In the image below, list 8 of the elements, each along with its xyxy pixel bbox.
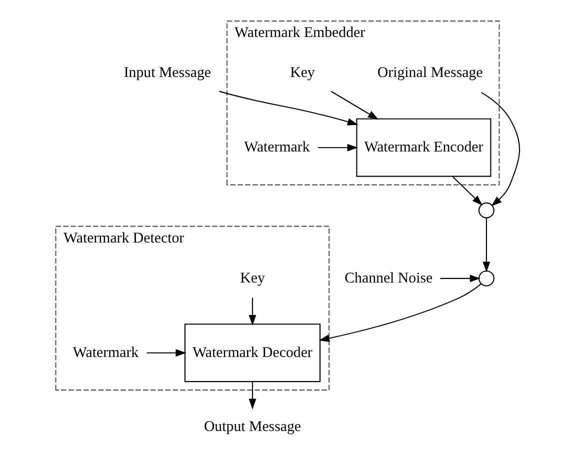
node-text: Watermark <box>244 140 310 156</box>
node-text: Original Message <box>376 65 482 82</box>
node-text: Key <box>290 65 314 82</box>
node-text: Channel Noise <box>344 270 432 286</box>
node-text: Key <box>240 270 264 286</box>
node-text: Input Message <box>123 65 211 82</box>
node-text: Watermark <box>72 344 138 361</box>
node-text: Output Message <box>203 419 301 436</box>
